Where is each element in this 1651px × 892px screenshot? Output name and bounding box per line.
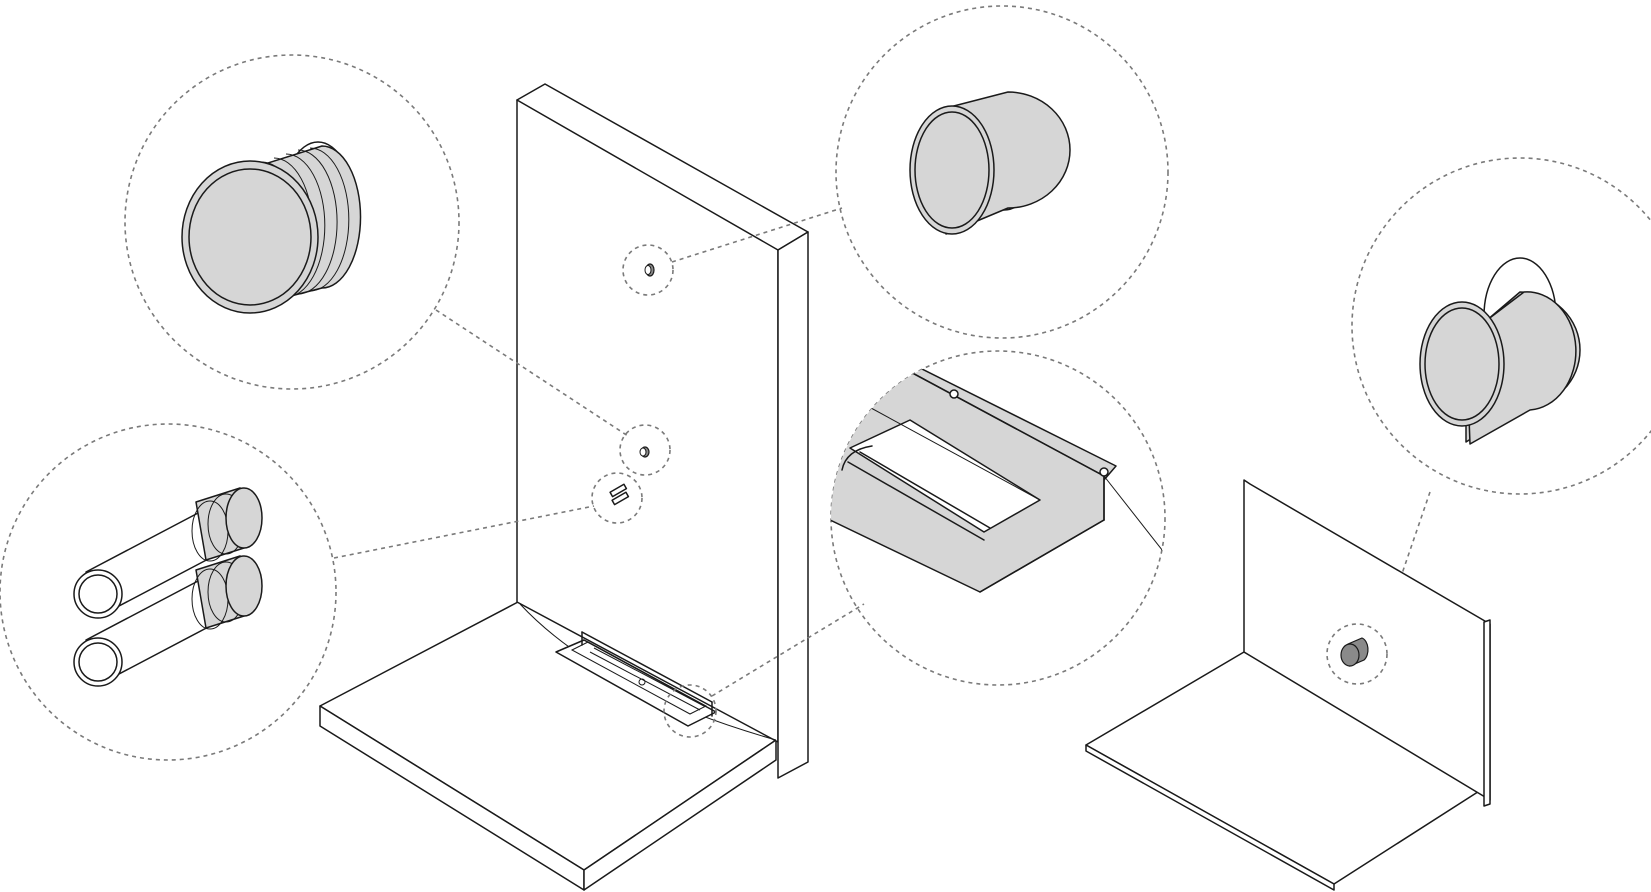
marker-middle-sleeve: [619, 424, 671, 476]
marker-top-sleeve: [622, 244, 674, 296]
marker-secondary-sleeve: [1326, 623, 1388, 685]
callout-circle-twin: [0, 423, 337, 761]
callout-twin-sleeves: [0, 423, 337, 761]
ribbed-pipe-sleeve-icon: [181, 141, 362, 314]
installed-wall-sleeve: [1340, 637, 1369, 667]
callout-ribbed-sleeve: [124, 54, 460, 390]
wall-sleeve-middle-mark: [639, 446, 650, 458]
wall-sleeve-icon: [1419, 257, 1581, 445]
callout-drain-channel: [830, 350, 1166, 686]
callout-circle-ribbed: [124, 54, 460, 390]
callout-circle-drain: [830, 350, 1166, 686]
twin-pipe-sleeves-icon: [73, 487, 263, 687]
marker-twin-sleeves: [591, 472, 643, 524]
pipe-sleeve-icon: [909, 91, 1071, 235]
callout-circle-pipe-sleeve: [835, 5, 1169, 339]
wall-sleeve-top-mark: [644, 263, 655, 277]
linear-drain-channel-icon: [831, 351, 1165, 593]
main-wall-edge: [777, 231, 809, 779]
main-floor-side-edge: [583, 739, 777, 891]
callout-wall-sleeve: [1351, 157, 1651, 495]
main-wall-floor-assembly: [319, 83, 809, 891]
wall-twin-sleeves-mark: [609, 483, 630, 506]
secondary-wall-floor-assembly: [1085, 479, 1491, 891]
marker-drain: [663, 684, 717, 738]
callout-pipe-sleeve: [835, 5, 1169, 339]
